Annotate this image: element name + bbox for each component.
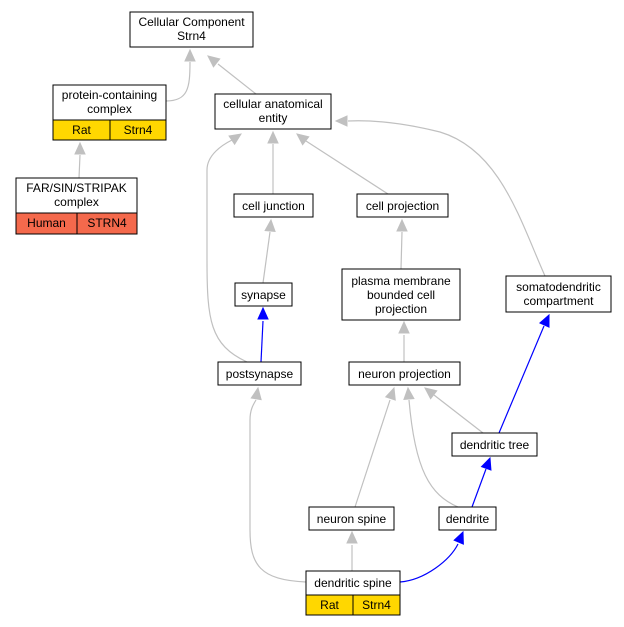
edge-cell-projection-to-cellular-anatomical-entity: [296, 133, 389, 195]
node-dendrite[interactable]: dendrite: [438, 506, 497, 531]
arrowhead: [228, 133, 243, 146]
annotation-species-label: Rat: [320, 598, 339, 612]
node-label-line: cell projection: [366, 199, 439, 213]
node-label-line: complex: [54, 195, 99, 209]
node-label-line: dendritic tree: [460, 438, 530, 452]
annotation-species-label: Human: [27, 216, 66, 230]
annotation-species-label: Rat: [72, 123, 91, 137]
node-synapse[interactable]: synapse: [234, 282, 293, 307]
node-dendritic-tree[interactable]: dendritic tree: [451, 432, 538, 457]
edge-protein-containing-complex-to-cellular-component: [165, 48, 196, 102]
node-neuron-spine[interactable]: neuron spine: [308, 506, 395, 531]
node-label-line: somatodendritic: [516, 280, 601, 294]
node-label-line: entity: [259, 111, 288, 125]
annotation-gene-label: STRN4: [87, 216, 127, 230]
node-plasma-membrane-bounded-cell-projection[interactable]: plasma membrane bounded cell projection: [341, 268, 461, 321]
node-label-line: postsynapse: [226, 367, 294, 381]
edges-layer: [74, 48, 550, 583]
edge-dendrite-to-dendritic-tree: [471, 456, 492, 508]
edge-dendrite-to-neuron-projection: [403, 386, 459, 508]
arrowhead: [207, 55, 221, 68]
edge-cellular-anatomical-entity-to-cellular-component: [207, 55, 257, 95]
node-label-line: projection: [375, 302, 427, 316]
annotation-cell-gene: [76, 212, 138, 235]
annotation-cell-gene: [109, 119, 167, 141]
arrowhead: [257, 306, 269, 320]
edge-synapse-to-cell-junction: [262, 218, 276, 284]
node-label-line: neuron projection: [358, 367, 451, 381]
edge-dendritic-spine-to-neuron-spine: [346, 530, 358, 571]
node-label-line: FAR/SIN/STRIPAK: [26, 181, 126, 195]
node-label-line: plasma membrane: [351, 274, 451, 288]
node-neuron-projection[interactable]: neuron projection: [348, 361, 461, 386]
edge-dendritic-tree-to-somatodendritic-compartment: [498, 313, 550, 434]
arrowhead: [346, 530, 358, 544]
edge-dendritic-spine-to-postsynapse: [249, 386, 307, 583]
edge-dendritic-tree-to-neuron-projection: [424, 387, 484, 434]
arrowhead: [403, 386, 415, 400]
node-postsynapse[interactable]: postsynapse: [217, 361, 302, 386]
edge-postsynapse-to-synapse: [257, 306, 269, 363]
edge-dendritic-spine-to-dendrite: [399, 530, 464, 583]
node-cellular-component[interactable]: Cellular Component Strn4: [129, 11, 254, 48]
node-label-line: synapse: [241, 288, 286, 302]
arrowhead: [396, 218, 408, 232]
annotation-gene-label: Strn4: [362, 598, 391, 612]
edge-cell-junction-to-cellular-anatomical-entity: [267, 130, 279, 194]
node-label-line: bounded cell: [367, 288, 435, 302]
node-label-line: neuron spine: [317, 512, 387, 526]
arrowhead: [480, 456, 492, 471]
arrowhead: [424, 387, 438, 400]
arrowhead: [267, 130, 279, 144]
arrowhead: [538, 313, 550, 328]
node-label-line: complex: [87, 102, 132, 116]
node-far-sin-stripak-complex[interactable]: FAR/SIN/STRIPAK complex Human STRN4: [15, 177, 138, 235]
node-label-line: compartment: [523, 294, 594, 308]
node-label-line: cellular anatomical: [223, 97, 322, 111]
arrowhead: [74, 141, 86, 155]
arrowhead: [296, 133, 310, 146]
arrowhead: [453, 530, 464, 545]
arrowhead: [334, 115, 348, 127]
node-label-line: Strn4: [177, 29, 206, 43]
node-cellular-anatomical-entity[interactable]: cellular anatomical entity: [214, 93, 332, 130]
node-label-line: cell junction: [242, 199, 305, 213]
arrowhead: [398, 320, 410, 334]
node-cell-projection[interactable]: cell projection: [356, 193, 449, 218]
edge-far-sin-stripak-to-protein-containing-complex: [74, 141, 86, 179]
arrowhead: [250, 386, 262, 401]
edge-neuron-projection-to-plasma-membrane-projection: [398, 320, 410, 362]
edge-postsynapse-to-cellular-anatomical-entity: [206, 133, 248, 363]
node-label-line: dendritic spine: [314, 576, 392, 590]
node-dendritic-spine[interactable]: dendritic spine Rat Strn4: [305, 570, 401, 616]
node-label-line: Cellular Component: [138, 15, 245, 29]
node-protein-containing-complex[interactable]: protein-containing complex Rat Strn4: [52, 84, 167, 141]
node-cell-junction[interactable]: cell junction: [233, 193, 314, 218]
annotation-cell-gene: [352, 594, 401, 616]
edge-somatodendritic-compartment-to-cellular-anatomical-entity: [334, 115, 546, 277]
arrowhead: [264, 218, 276, 232]
arrowhead: [184, 48, 196, 62]
edge-neuron-spine-to-neuron-projection: [354, 386, 396, 508]
node-label-line: dendrite: [446, 512, 490, 526]
node-label-line: protein-containing: [62, 88, 157, 102]
node-somatodendritic-compartment[interactable]: somatodendritic compartment: [505, 275, 612, 313]
edge-plasma-membrane-projection-to-cell-projection: [396, 218, 408, 270]
annotation-gene-label: Strn4: [124, 123, 153, 137]
arrowhead: [384, 386, 396, 401]
